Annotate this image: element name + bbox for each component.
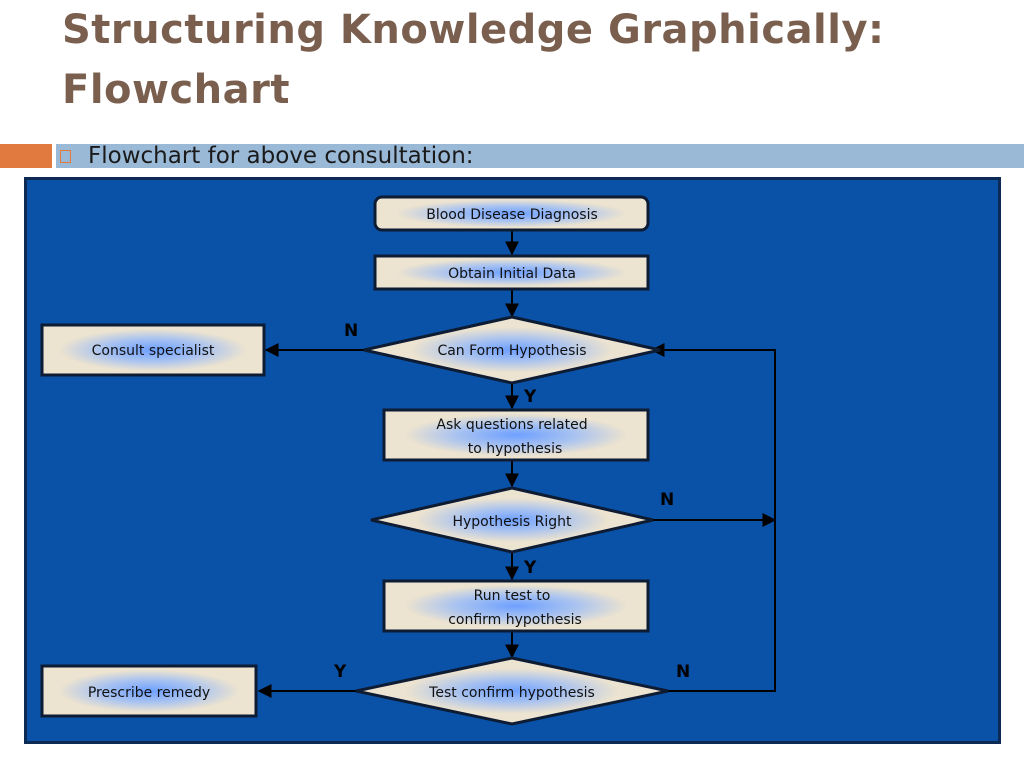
connectors: [257, 230, 777, 698]
label-n-consult: N: [344, 321, 358, 341]
accent-bar-orange: [0, 144, 52, 168]
label-y-ask: Y: [523, 387, 537, 407]
node-decision-test: Test confirm hypothesis: [355, 656, 669, 726]
node-prescribe: Prescribe remedy: [40, 664, 258, 718]
label-y-run: Y: [523, 558, 537, 578]
slide-title: Structuring Knowledge Graphically: Flowc…: [62, 0, 1002, 120]
slide-title-line-1: Structuring Knowledge Graphically:: [62, 7, 885, 53]
node-run-label-1: Run test to: [474, 588, 551, 604]
node-ask-label-2: to hypothesis: [468, 441, 563, 457]
node-obtain-label: Obtain Initial Data: [448, 266, 576, 282]
node-decision-right: Hypothesis Right: [370, 486, 654, 554]
label-n-test: N: [676, 662, 690, 682]
node-decision-hypothesis: Can Form Hypothesis: [363, 315, 661, 385]
accent-bar-blue: [56, 144, 1024, 168]
label-y-prescribe: Y: [333, 662, 347, 682]
node-obtain: Obtain Initial Data: [373, 254, 650, 291]
node-consult-label: Consult specialist: [92, 343, 215, 359]
node-decision-test-label: Test confirm hypothesis: [428, 685, 595, 701]
label-n-loop: N: [660, 490, 674, 510]
node-start: Blood Disease Diagnosis: [373, 195, 650, 232]
node-run-label-2: confirm hypothesis: [448, 612, 582, 628]
node-ask: Ask questions related to hypothesis: [382, 408, 650, 462]
node-decision-right-label: Hypothesis Right: [452, 514, 572, 530]
node-consult: Consult specialist: [40, 323, 266, 377]
loop-back-line: [650, 343, 776, 692]
node-ask-label-1: Ask questions related: [436, 417, 587, 433]
bullet-square-icon: [60, 150, 71, 163]
slide-title-line-2: Flowchart: [62, 67, 290, 113]
node-prescribe-label: Prescribe remedy: [88, 685, 210, 701]
bullet-text: Flowchart for above consultation:: [88, 143, 474, 169]
node-decision-hypothesis-label: Can Form Hypothesis: [437, 343, 586, 359]
node-run: Run test to confirm hypothesis: [382, 579, 650, 633]
node-start-label: Blood Disease Diagnosis: [426, 207, 598, 223]
